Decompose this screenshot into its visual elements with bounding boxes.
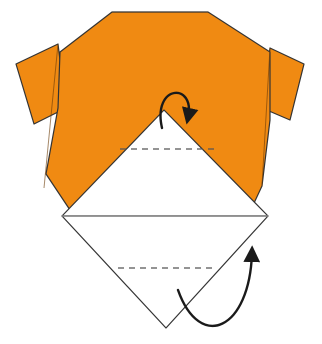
origami-diagram (0, 0, 322, 344)
